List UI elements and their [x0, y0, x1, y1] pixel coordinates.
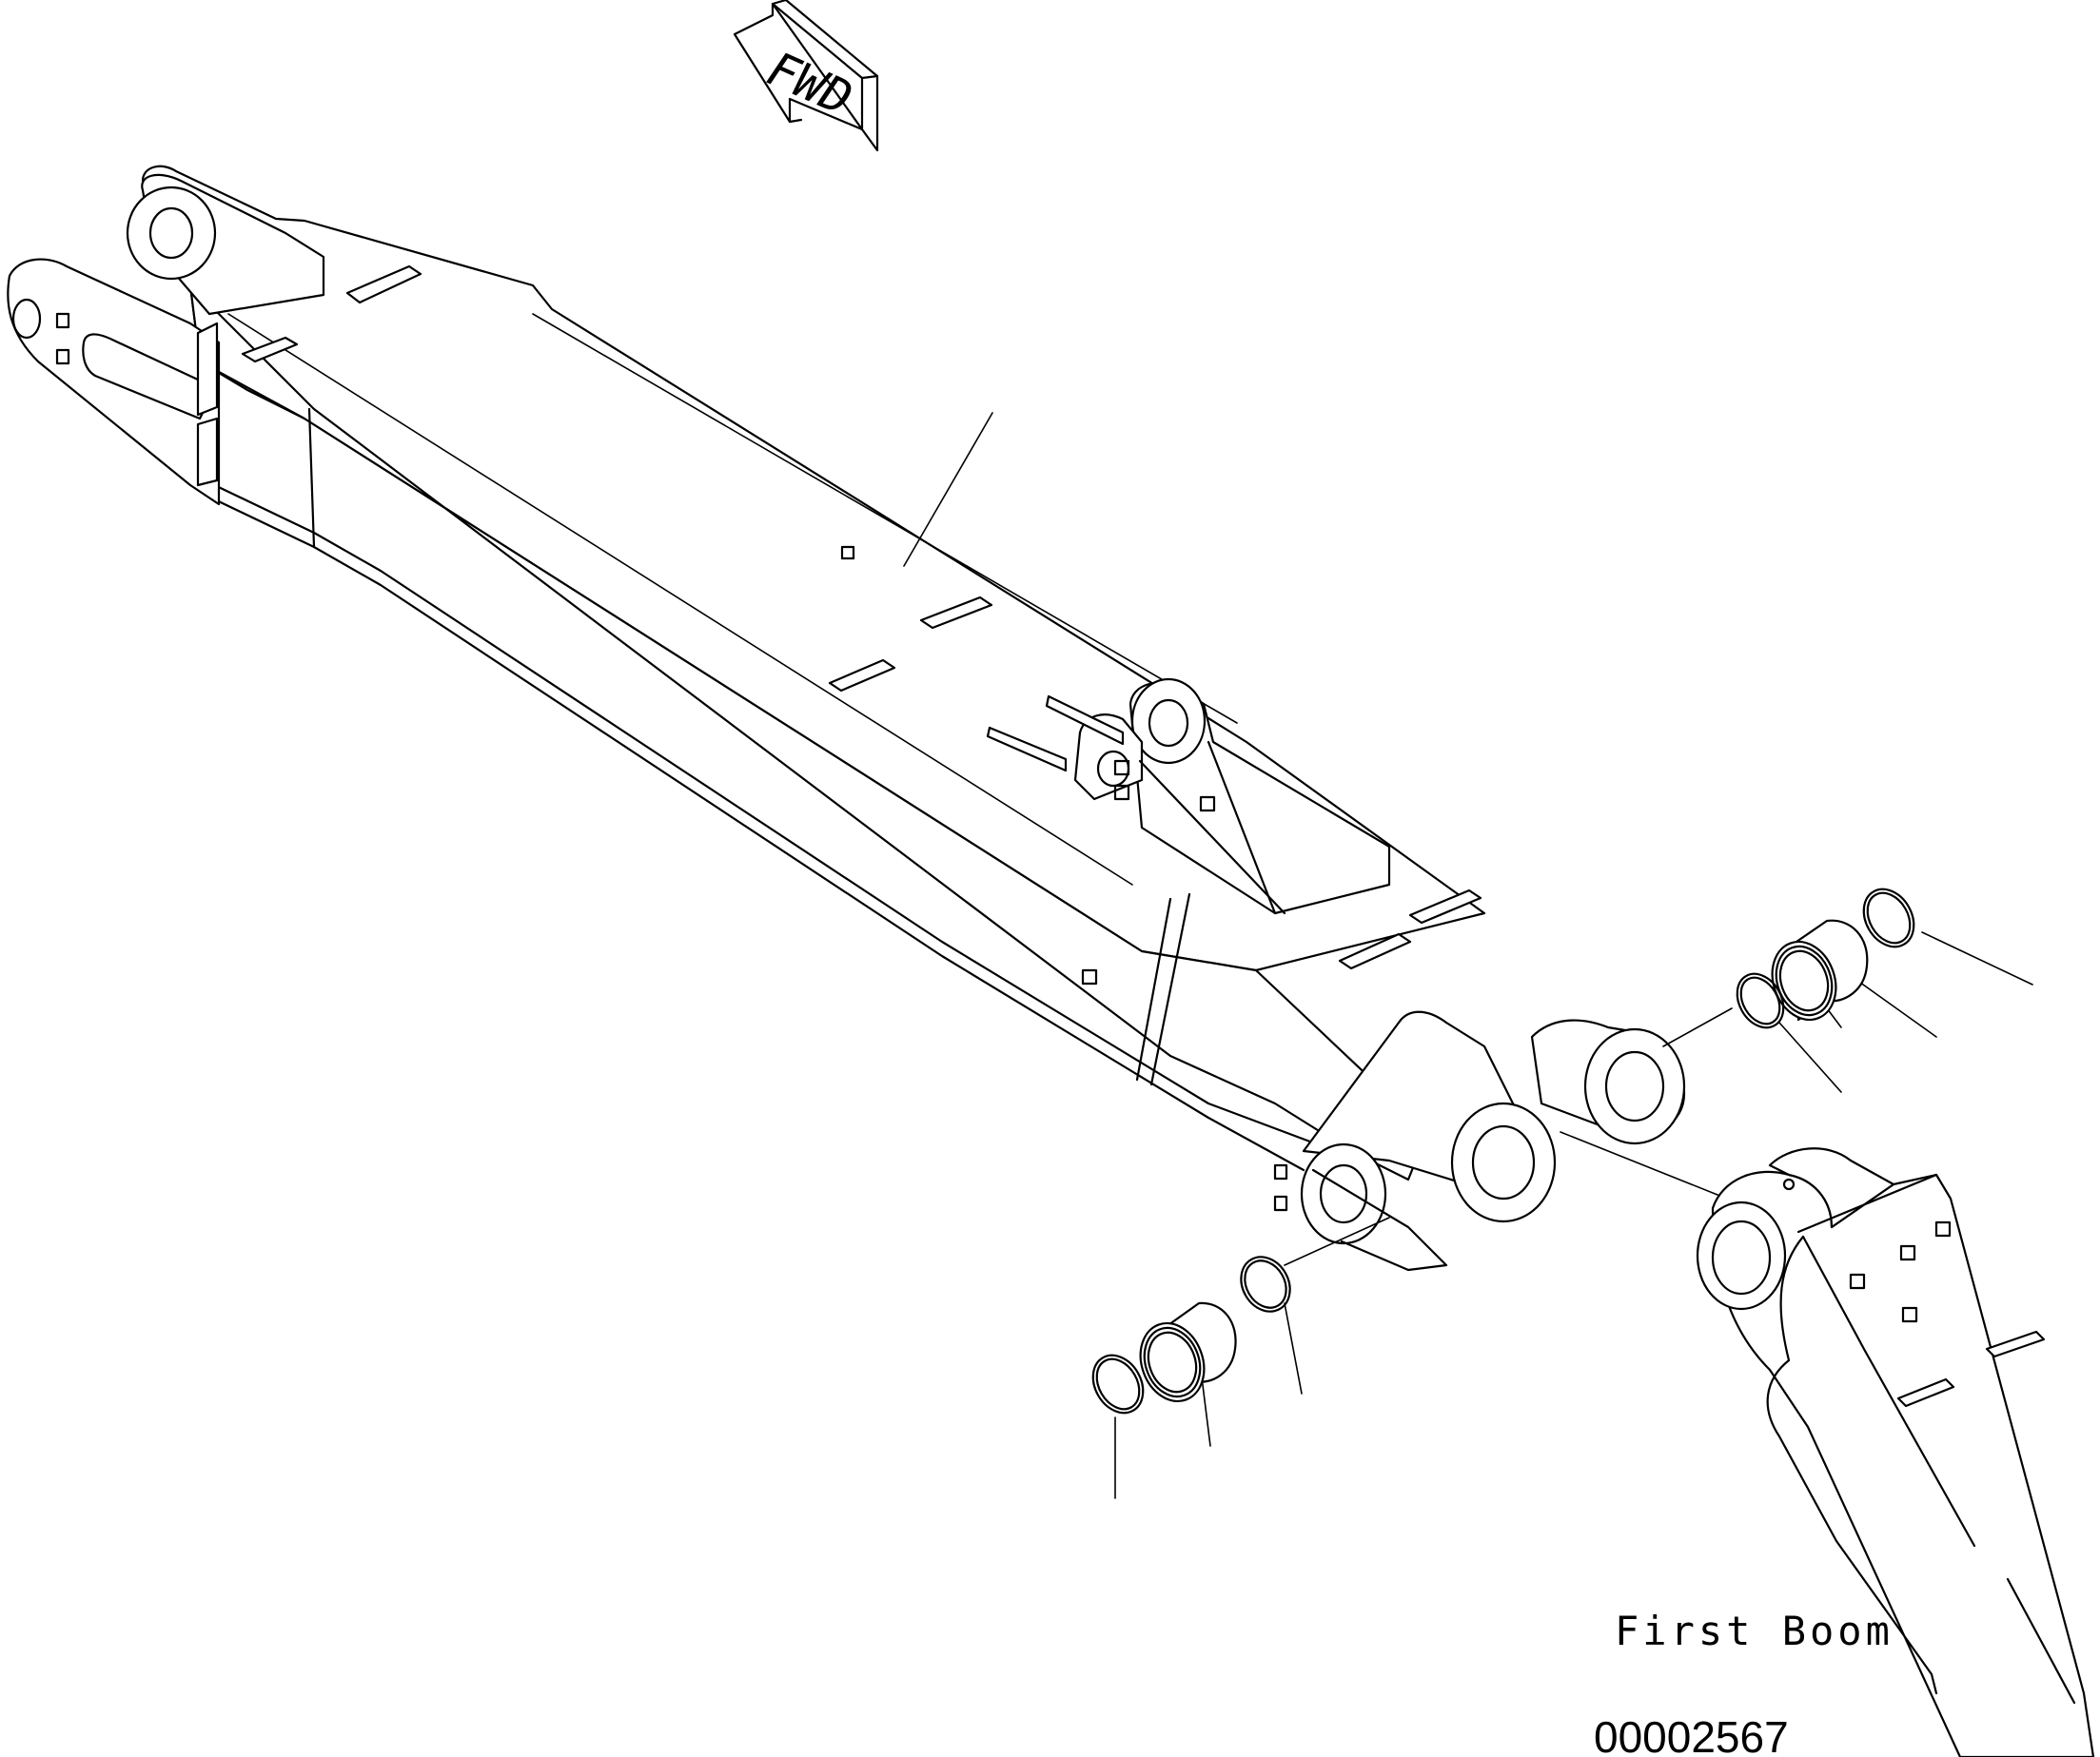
arm-assembly-icon: [7, 165, 1686, 1272]
diagram-caption: First Boom: [1615, 1608, 1894, 1654]
seal-ring-icon: [1091, 1256, 1291, 1415]
forward-arrow-icon: FWD: [733, 0, 879, 152]
bushing-icon: [1736, 888, 1915, 1029]
drawing-number: 00002567: [1594, 1712, 1789, 1757]
first-boom-icon: [1696, 1147, 2095, 1757]
leader-lines: [903, 412, 2033, 1499]
